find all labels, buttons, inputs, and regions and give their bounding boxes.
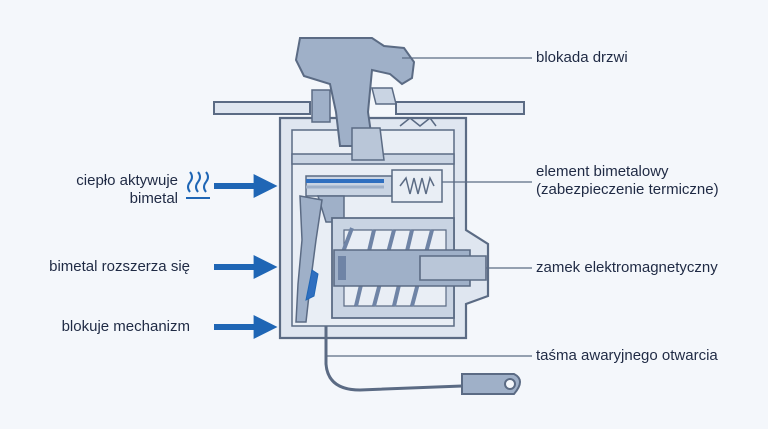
- action-arrows: [214, 174, 278, 339]
- door-panel: [213, 101, 525, 115]
- label-bimetal-element: element bimetalowy (zabezpieczenie termi…: [536, 163, 719, 198]
- label-heat-activates: ciepło aktywuje bimetal: [76, 172, 178, 207]
- bimetal-strip: [295, 195, 323, 323]
- spring-icon: [399, 175, 435, 195]
- leader-lines: [326, 57, 532, 357]
- bimetal-element: [305, 169, 443, 223]
- label-emergency-strap: taśma awaryjnego otwarcia: [536, 347, 718, 364]
- label-bimetal-expands: bimetal rozszerza się: [49, 258, 190, 275]
- emergency-strap: [324, 326, 521, 395]
- label-solenoid: zamek elektromagnetyczny: [536, 259, 718, 276]
- label-blocks-mechanism: blokuje mechanizm: [61, 318, 190, 335]
- door-lock-hook: [294, 37, 437, 161]
- heat-waves-icon: [186, 171, 210, 199]
- label-door-lock: blokada drzwi: [536, 49, 628, 66]
- solenoid: [331, 217, 487, 319]
